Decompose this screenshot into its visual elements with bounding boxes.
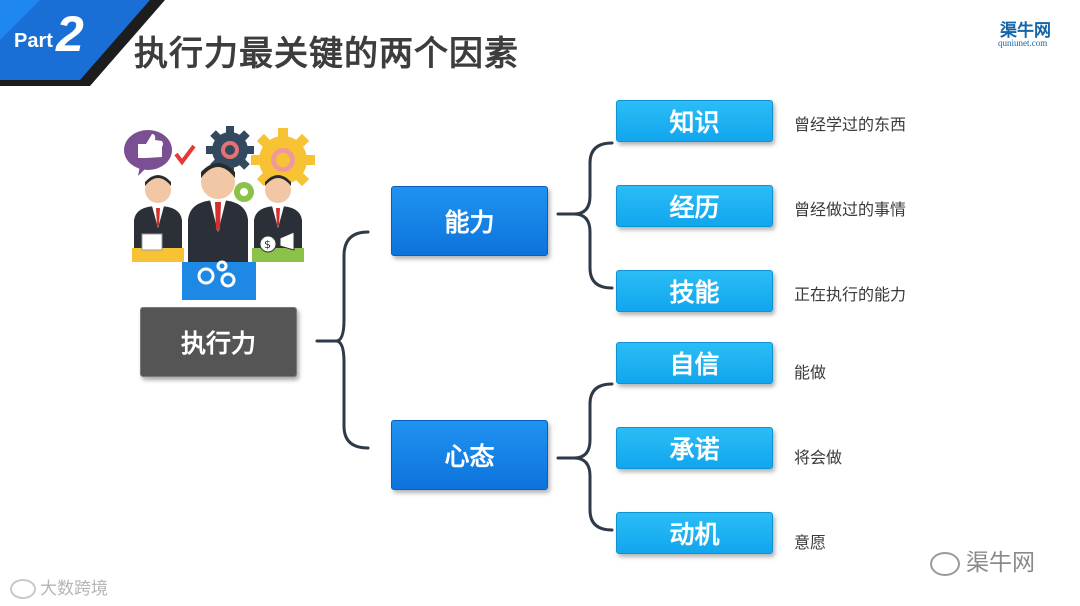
check-icon (174, 144, 196, 166)
desk-left (132, 248, 184, 262)
part-label: Part (14, 30, 53, 52)
part-number: 2 (56, 6, 84, 62)
leaf-desc-experience: 曾经做过的事情 (794, 200, 907, 219)
leaf-node-commitment: 承诺 (616, 427, 773, 469)
person-center (188, 163, 248, 264)
weibo-icon (10, 579, 36, 599)
leaf-desc-confidence: 能做 (794, 363, 827, 382)
leaf-desc-commitment: 将会做 (794, 448, 843, 467)
leaf-desc-skill: 正在执行的能力 (794, 285, 907, 304)
thumbs-up-icon (124, 130, 172, 176)
watermark-left: 大数跨境 (10, 574, 108, 599)
team-gears-illustration: $ (124, 126, 315, 300)
root-node-execution: 执行力 (140, 307, 297, 377)
leaf-node-skill: 技能 (616, 270, 773, 312)
leaf-node-confidence: 自信 (616, 342, 773, 384)
branch-node-ability: 能力 (391, 186, 548, 256)
leaf-node-experience: 经历 (616, 185, 773, 227)
leaf-node-knowledge: 知识 (616, 100, 773, 142)
wechat-icon (930, 551, 960, 576)
page-title: 执行力最关键的两个因素 (134, 34, 519, 74)
brand-logo-name: 渠牛网 (1000, 21, 1051, 41)
svg-text:$: $ (264, 238, 271, 251)
leaf-desc-knowledge: 曾经学过的东西 (794, 115, 907, 134)
gear-icon-yellow (251, 128, 315, 192)
leaf-node-motivation: 动机 (616, 512, 773, 554)
brand-logo-url: quniunet.com (998, 38, 1048, 48)
branch-node-mindset: 心态 (391, 420, 548, 490)
watermark-right: 渠牛网 (930, 543, 1035, 577)
gear-icon-green (234, 182, 254, 202)
leaf-desc-motivation: 意愿 (794, 533, 827, 552)
part-badge (0, 0, 165, 86)
